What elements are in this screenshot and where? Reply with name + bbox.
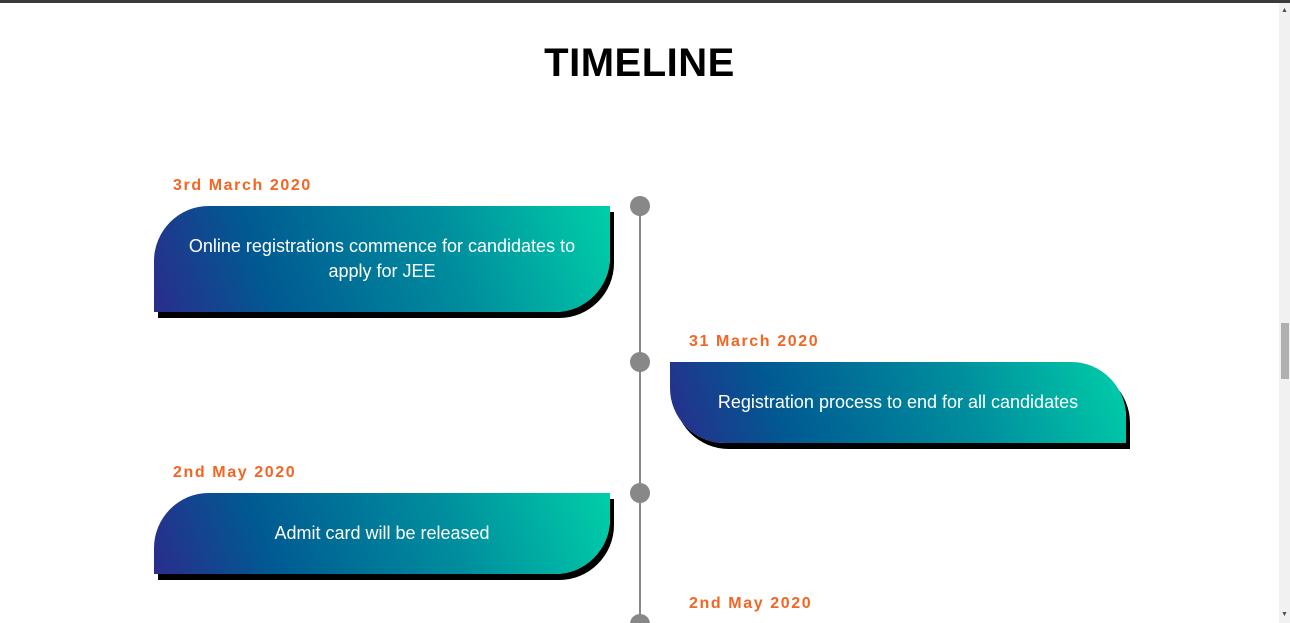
timeline-axis — [639, 206, 641, 623]
event-date: 3rd March 2020 — [173, 177, 312, 194]
event-card: Admit card will be released — [154, 493, 610, 574]
event-description: Online registrations commence for candid… — [188, 236, 576, 281]
triangle-down-icon[interactable]: ▼ — [1281, 611, 1288, 618]
page-title: TIMELINE — [544, 41, 735, 85]
event-date: 2nd May 2020 — [173, 464, 297, 481]
timeline-node — [630, 483, 650, 503]
timeline-node — [630, 196, 650, 216]
vertical-scrollbar[interactable]: ▲ ▼ — [1279, 3, 1290, 623]
window-top-border — [0, 0, 1290, 3]
event-description: Registration process to end for all cand… — [717, 392, 1079, 412]
triangle-up-icon[interactable]: ▲ — [1281, 7, 1288, 14]
timeline-page: TIMELINE 3rd March 2020 Online registrat… — [0, 3, 1279, 623]
scrollbar-thumb[interactable] — [1281, 323, 1289, 379]
event-card: Online registrations commence for candid… — [154, 206, 610, 312]
event-date: 31 March 2020 — [689, 333, 820, 350]
timeline-node — [630, 614, 650, 623]
event-card: Registration process to end for all cand… — [670, 362, 1126, 443]
event-date: 2nd May 2020 — [689, 595, 813, 612]
timeline-node — [630, 352, 650, 372]
event-description: Admit card will be released — [274, 523, 490, 543]
